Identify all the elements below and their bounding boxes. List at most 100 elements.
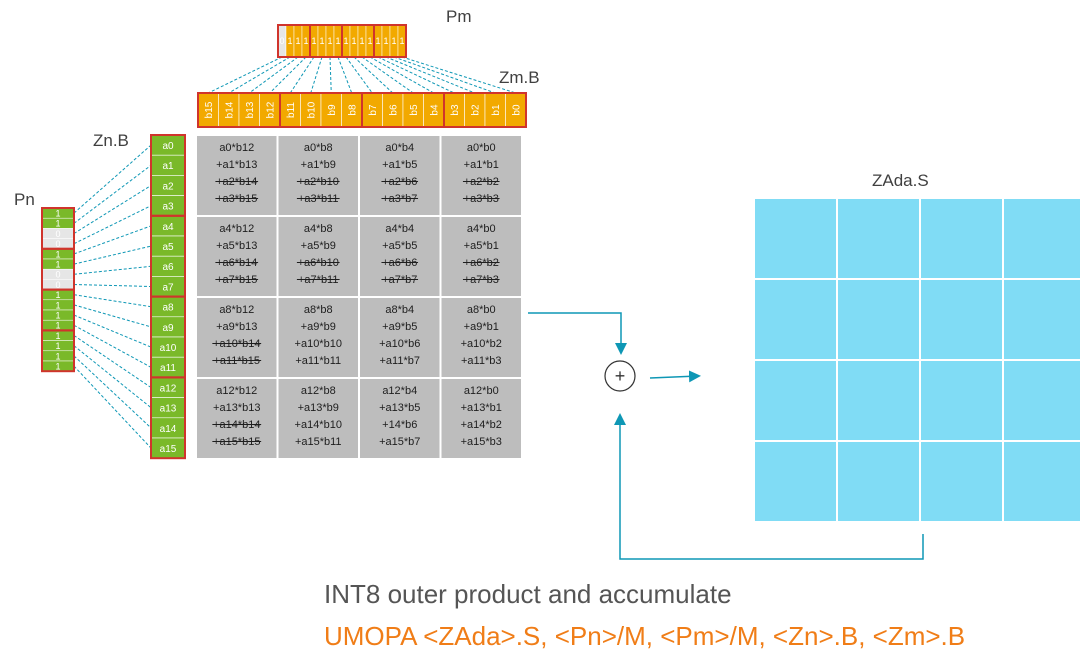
product-cell <box>197 298 277 377</box>
pn-group-border <box>41 329 75 373</box>
pn-bit-value: 1 <box>55 300 60 310</box>
pn-bit-value: 0 <box>55 239 60 249</box>
zm-element-label: b7 <box>368 104 379 116</box>
caption-instruction: UMOPA <ZAda>.S, <Pn>/M, <Pm>/M, <Zn>.B, … <box>324 621 965 651</box>
zm-element-label: b8 <box>347 104 358 116</box>
pn-bit-value: 1 <box>55 249 60 259</box>
pm-connector-line <box>228 56 291 94</box>
pn-connector-line <box>73 205 152 245</box>
pn-connector-line <box>73 144 152 214</box>
product-cell <box>197 217 277 296</box>
product-term: +a1*b13 <box>216 159 257 171</box>
product-cell <box>278 136 358 215</box>
product-cell <box>278 217 358 296</box>
product-cell <box>441 379 521 458</box>
pm-bit-value: 1 <box>319 36 324 46</box>
product-term: a4*b4 <box>385 223 414 235</box>
zn-element-label: a12 <box>160 383 177 394</box>
product-term: +a9*b5 <box>382 321 417 333</box>
zn-element-label: a6 <box>162 262 174 273</box>
pn-connector-line <box>73 294 152 308</box>
zn-element-label: a2 <box>162 181 174 192</box>
caption-title: INT8 outer product and accumulate <box>324 579 732 609</box>
zn-element-label: a4 <box>162 222 174 233</box>
zm-element-label: b11 <box>286 102 297 118</box>
product-cell <box>197 136 277 215</box>
zm-element-label: b3 <box>450 104 461 116</box>
pn-label: Pn <box>14 190 35 209</box>
pm-connector-line <box>385 56 475 94</box>
product-cell <box>441 136 521 215</box>
pn-bit-value: 1 <box>55 290 60 300</box>
zm-element-label: b12 <box>265 101 276 118</box>
pm-bit-value: 1 <box>295 36 300 46</box>
product-term: +a1*b5 <box>382 159 417 171</box>
pn-bit-value: 1 <box>55 209 60 219</box>
zada-cell <box>836 440 921 523</box>
product-cell <box>360 217 440 296</box>
zada-cell <box>753 197 838 280</box>
product-to-adder-arrow <box>528 312 627 355</box>
pm-label: Pm <box>446 7 472 26</box>
adder-plus: + <box>615 366 626 386</box>
product-term: +a5*b1 <box>464 240 499 252</box>
pm-bit-value: 1 <box>303 36 308 46</box>
pn-bit-value: 1 <box>55 351 60 361</box>
pm-bit-value: 1 <box>311 36 316 46</box>
zn-element-label: a5 <box>162 242 174 253</box>
zada-cell <box>919 278 1004 361</box>
pm-connector-line <box>353 56 394 94</box>
zada-cell <box>753 359 838 442</box>
zada-cell <box>1002 197 1080 280</box>
zada-cell <box>753 440 838 523</box>
adder-to-zada-arrow <box>649 370 701 383</box>
pn-bit-value: 0 <box>55 229 60 239</box>
product-term: a0*b0 <box>467 142 496 154</box>
pm-group-border <box>373 24 407 58</box>
product-term: +a9*b9 <box>301 321 336 333</box>
product-term: a0*b8 <box>304 142 333 154</box>
zada-cell <box>753 278 838 361</box>
zm-element-label: b15 <box>204 101 215 118</box>
pm-connector-line <box>248 56 299 94</box>
zm-element-label: b5 <box>409 104 420 116</box>
zm-group-border <box>443 92 527 128</box>
product-term: a8*b12 <box>219 304 254 316</box>
product-term: +a13*b1 <box>461 402 502 414</box>
product-term: a8*b8 <box>304 304 333 316</box>
zm-element-label: b6 <box>388 104 399 116</box>
product-term: a12*b12 <box>216 385 257 397</box>
pm-connector-line <box>377 56 455 94</box>
pm-bit-value: 1 <box>375 36 380 46</box>
pm-connector-line <box>329 56 332 94</box>
zm-element-label: b1 <box>491 104 502 116</box>
product-term: a8*b0 <box>467 304 496 316</box>
zn-element-label: a3 <box>162 202 174 213</box>
product-term: +a15*b3 <box>461 436 502 448</box>
pn-bit-value: 0 <box>55 280 60 290</box>
product-cell <box>441 298 521 377</box>
zada-cell <box>919 359 1004 442</box>
zn-element-label: a0 <box>162 141 174 152</box>
product-term: +a9*b1 <box>464 321 499 333</box>
product-cell <box>197 379 277 458</box>
product-term: +a1*b1 <box>464 159 499 171</box>
pm-bit-value: 1 <box>327 36 332 46</box>
pm-connector-line <box>337 56 353 94</box>
pn-to-zn-connectors <box>73 144 152 449</box>
product-term: +a15*b7 <box>379 436 420 448</box>
zn-element-label: a8 <box>162 303 174 314</box>
product-term: +a5*b9 <box>301 240 336 252</box>
pn-bit-value: 1 <box>55 219 60 229</box>
zn-element-label: a15 <box>160 444 177 455</box>
zn-element-label: a7 <box>162 282 174 293</box>
zm-element-label: b4 <box>429 104 440 116</box>
pn-bit-value: 1 <box>55 341 60 351</box>
product-term: +a10*b6 <box>379 338 420 350</box>
product-term: +a10*b2 <box>461 338 502 350</box>
pm-connector-line <box>208 56 283 94</box>
product-term: +a1*b9 <box>301 159 336 171</box>
